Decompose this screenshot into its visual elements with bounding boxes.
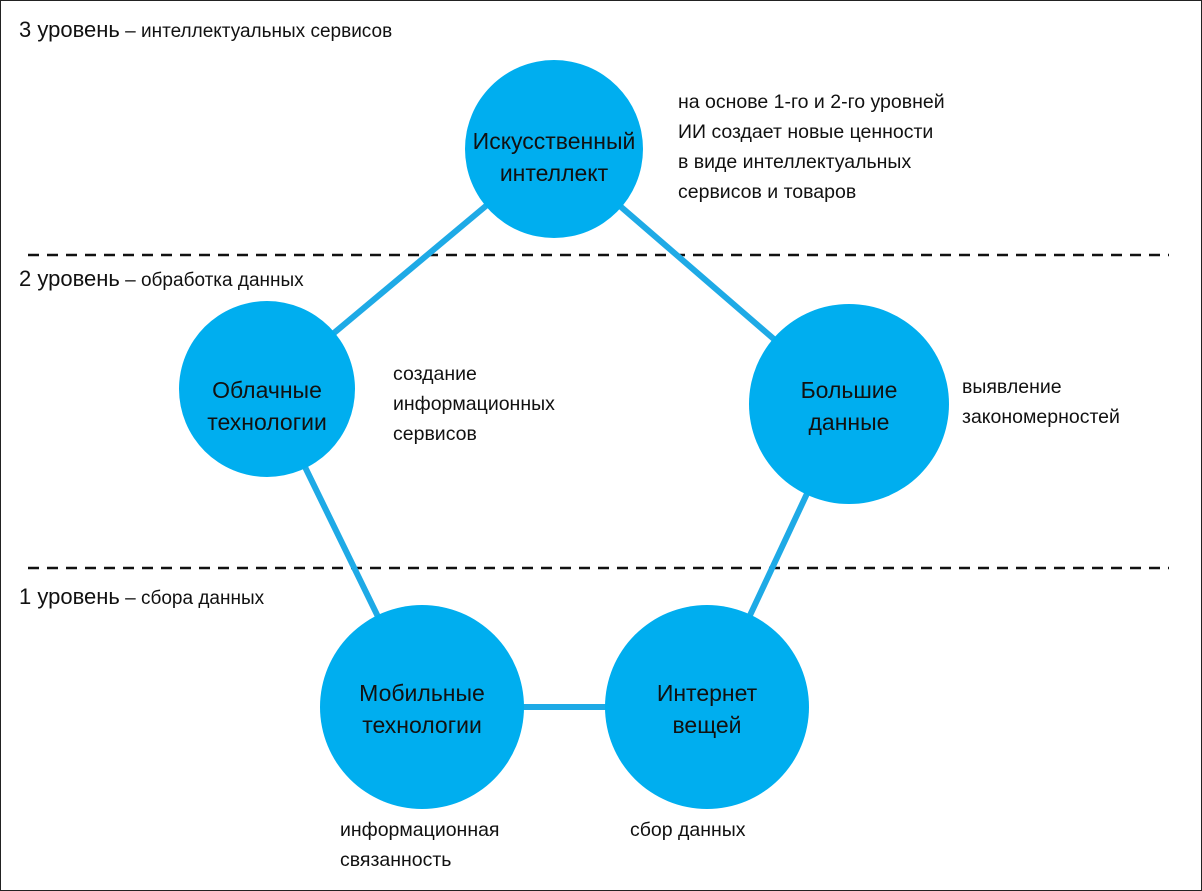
level-number: 3 уровень xyxy=(19,17,120,42)
note-line: информационная xyxy=(340,819,500,841)
node-mobile-label: Мобильные технологии xyxy=(359,677,485,741)
level-1-label: 1 уровень – сбора данных xyxy=(19,584,264,610)
node-bigdata xyxy=(749,304,949,504)
node-iot-label: Интернет вещей xyxy=(657,677,757,741)
note-line: связанность xyxy=(340,849,452,871)
node-bigdata-label: Большие данные xyxy=(801,374,898,438)
level-3-label: 3 уровень – интеллектуальных сервисов xyxy=(19,17,392,43)
level-title: – интеллектуальных сервисов xyxy=(119,21,393,42)
note-line: сервисов и товаров xyxy=(678,181,857,203)
label-line: Искусственный xyxy=(472,128,636,154)
note-cloud: создание информационных сервисов xyxy=(393,359,555,449)
label-line: Мобильные xyxy=(359,680,485,706)
label-line: технологии xyxy=(362,712,482,738)
note-line: в виде интеллектуальных xyxy=(678,151,912,173)
label-line: технологии xyxy=(207,409,327,435)
level-number: 1 уровень xyxy=(19,584,120,609)
note-line: выявление xyxy=(962,376,1062,398)
node-ai xyxy=(465,60,643,238)
level-title: – обработка данных xyxy=(119,270,304,291)
level-title: – сбора данных xyxy=(119,588,265,609)
level-2-label: 2 уровень – обработка данных xyxy=(19,266,304,292)
node-iot xyxy=(605,605,809,809)
node-cloud-label: Облачные технологии xyxy=(207,374,327,438)
note-iot: сбор данных xyxy=(630,815,746,845)
node-ai-label: Искусственный интеллект xyxy=(473,125,636,189)
note-line: на основе 1-го и 2-го уровней xyxy=(678,91,945,113)
note-line: сбор данных xyxy=(630,819,746,841)
note-line: сервисов xyxy=(393,423,477,445)
label-line: Большие xyxy=(800,377,898,403)
label-line: Облачные xyxy=(212,377,322,403)
note-line: информационных xyxy=(393,393,555,415)
label-line: Интернет xyxy=(656,680,758,706)
label-line: вещей xyxy=(672,712,742,738)
label-line: интеллект xyxy=(499,160,609,186)
node-cloud xyxy=(179,301,355,477)
note-line: создание xyxy=(393,363,477,385)
note-ai: на основе 1-го и 2-го уровней ИИ создает… xyxy=(678,87,945,207)
level-number: 2 уровень xyxy=(19,266,120,291)
note-mobile: информационная связанность xyxy=(340,815,500,875)
node-mobile xyxy=(320,605,524,809)
note-line: закономерностей xyxy=(962,406,1120,428)
label-line: данные xyxy=(808,409,890,435)
note-line: ИИ создает новые ценности xyxy=(678,121,934,143)
note-bigdata: выявление закономерностей xyxy=(962,372,1120,432)
